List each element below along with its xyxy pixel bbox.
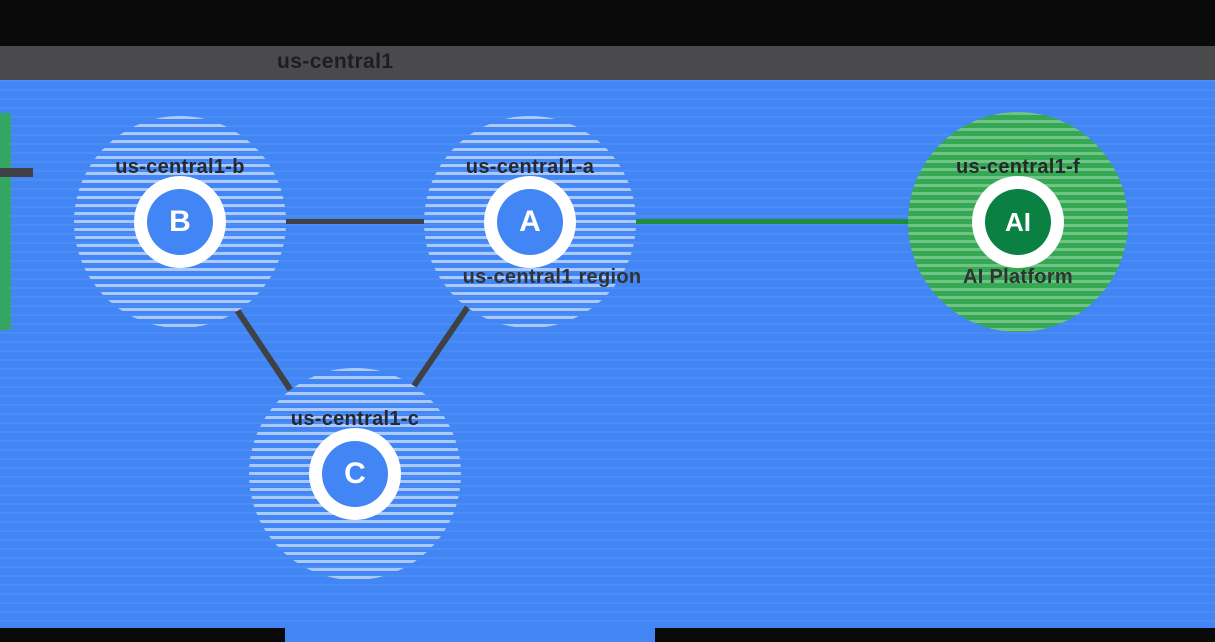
node-c-label: us-central1-c (290, 408, 420, 430)
node-a-sublabel: us-central1 region (462, 266, 642, 288)
edge-a-to-ai (636, 219, 908, 224)
node-c-circle: C (322, 441, 388, 507)
edge-b-to-c (235, 309, 293, 392)
node-ai-label: us-central1-f (956, 156, 1080, 178)
node-a-circle: A (497, 189, 563, 255)
bottom-letterbox-right (655, 628, 1215, 642)
header-band (0, 46, 1215, 80)
node-ai-letter: AI (1005, 206, 1031, 237)
diagram-title: us-central1 (277, 50, 394, 73)
bottom-letterbox-left (0, 628, 285, 642)
node-ai-circle: AI (985, 189, 1051, 255)
glitch-green-strip (0, 113, 11, 330)
node-a-letter: A (519, 205, 541, 238)
top-letterbox-bar (0, 0, 1215, 46)
edge-b-to-a (286, 219, 424, 224)
node-c-letter: C (344, 457, 366, 490)
node-b-letter: B (169, 205, 191, 238)
node-ai-sublabel: AI Platform (963, 266, 1073, 288)
edge-a-to-c (411, 305, 470, 388)
node-b-label: us-central1-b (115, 156, 245, 178)
node-b-circle: B (147, 189, 213, 255)
node-a-label: us-central1-a (465, 156, 595, 178)
node-ai-outer-circle (908, 112, 1128, 332)
glitch-dark-line (0, 168, 33, 177)
